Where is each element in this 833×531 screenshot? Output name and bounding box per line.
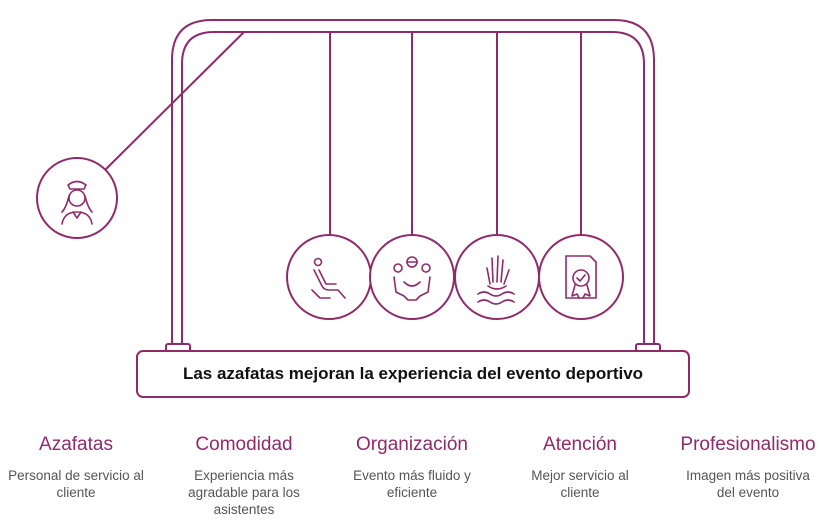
ball-organizacion: [369, 234, 455, 320]
item-desc: Personal de servicio al cliente: [8, 468, 144, 500]
item-title: Atención: [543, 434, 617, 455]
item-title: Azafatas: [39, 434, 113, 455]
ball-comodidad: [286, 234, 372, 320]
ball-azafatas: [36, 157, 118, 239]
item-desc: Experiencia más agradable para los asist…: [188, 468, 300, 517]
banner-title: Las azafatas mejoran la experiencia del …: [182, 364, 644, 383]
item-comodidad: Comodidad Experiencia más agradable para…: [159, 432, 329, 518]
certificate-icon: [565, 255, 597, 299]
item-title: Organización: [356, 434, 468, 455]
item-profesionalismo: Profesionalismo Imagen más positiva del …: [663, 432, 833, 501]
reclining-seat-icon: [311, 257, 346, 299]
item-atencion: Atención Mejor servicio al cliente: [495, 432, 665, 501]
ball-profesionalismo: [538, 234, 624, 320]
item-desc: Evento más fluido y eficiente: [353, 468, 471, 500]
cradle-frame-outer: [171, 19, 655, 347]
string-azafatas: [104, 31, 245, 171]
raised-hand-icon: [477, 255, 515, 305]
item-azafatas: Azafatas Personal de servicio al cliente: [0, 432, 161, 501]
gear-people-icon: [393, 256, 431, 301]
item-title: Comodidad: [195, 434, 293, 455]
banner-box: [136, 350, 690, 398]
stewardess-icon: [61, 180, 93, 225]
item-organizacion: Organización Evento más fluido y eficien…: [327, 432, 497, 501]
item-desc: Mejor servicio al cliente: [531, 468, 629, 500]
ball-atencion: [454, 234, 540, 320]
item-desc: Imagen más positiva del evento: [686, 468, 810, 500]
item-title: Profesionalismo: [680, 434, 816, 455]
